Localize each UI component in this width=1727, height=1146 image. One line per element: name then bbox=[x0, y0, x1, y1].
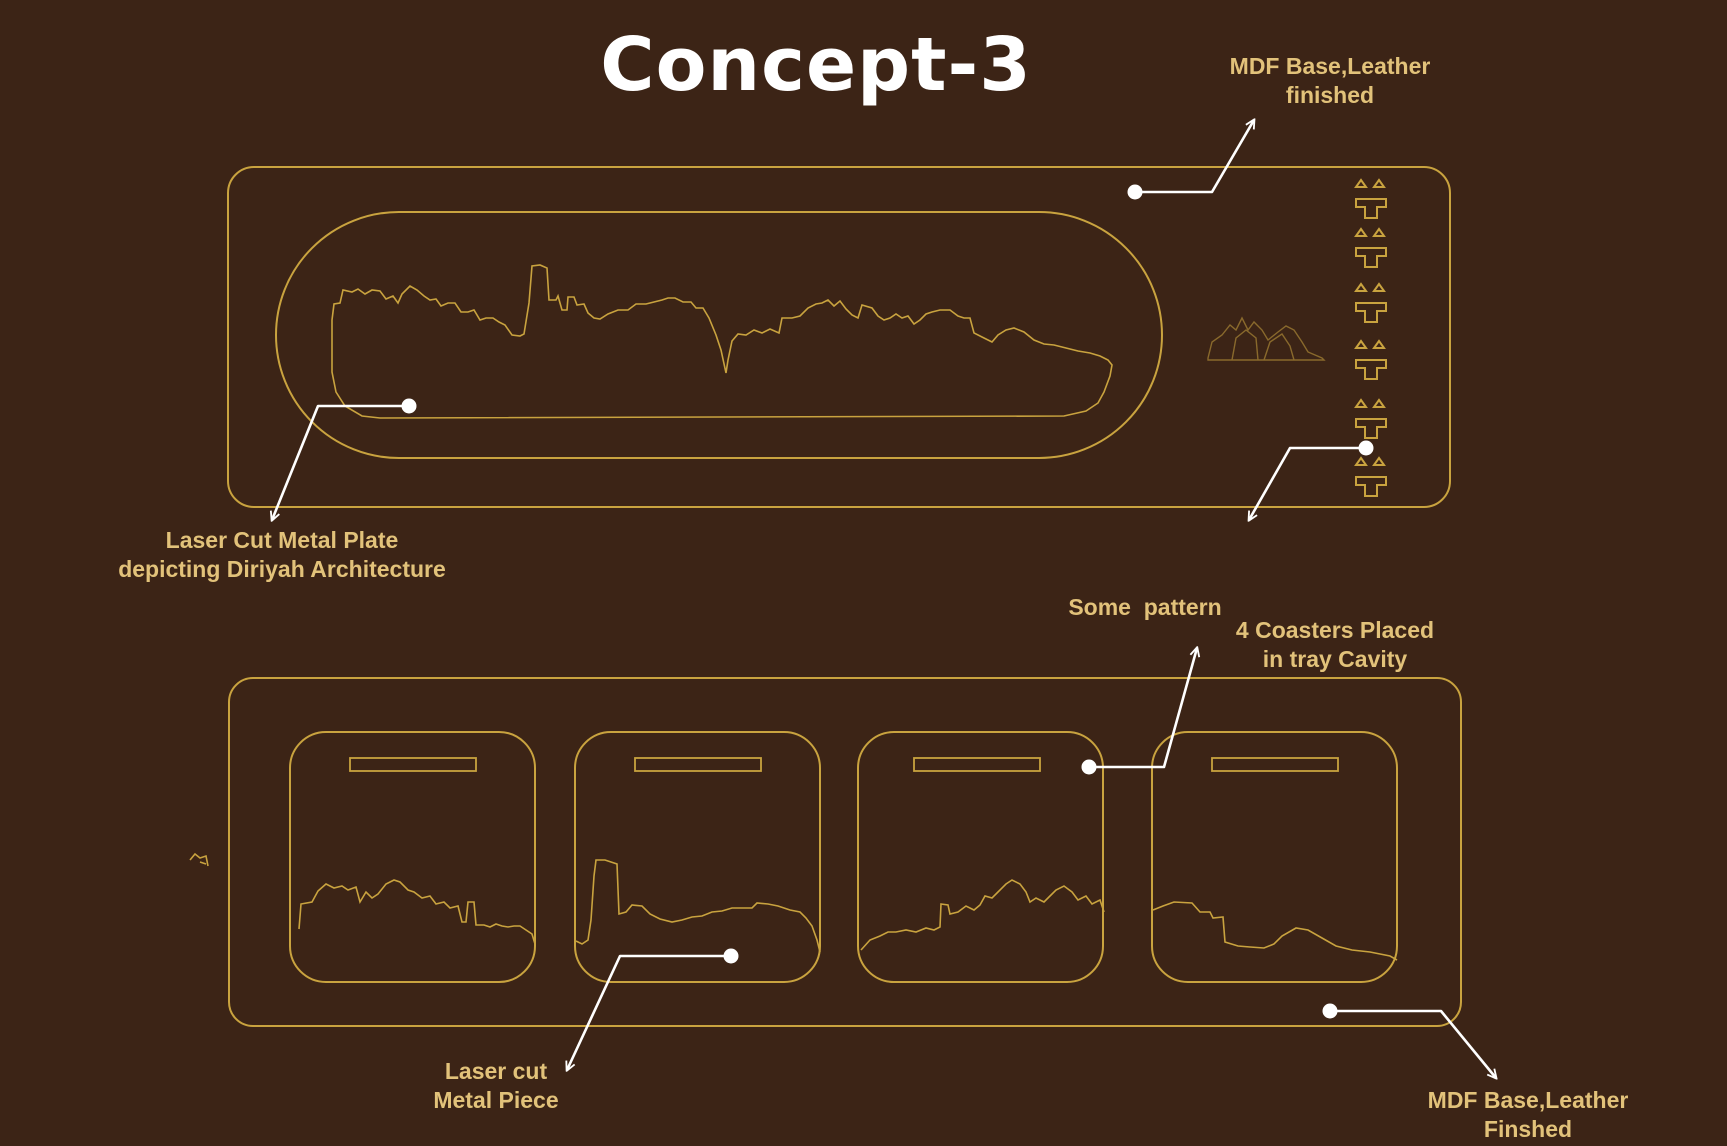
top-tray-cavity bbox=[275, 211, 1163, 459]
label-line: Laser cut bbox=[444, 1058, 548, 1084]
coaster bbox=[289, 731, 536, 983]
label-metal-piece: Laser cut Metal Piece bbox=[396, 1057, 596, 1115]
label-line: Finshed bbox=[1483, 1116, 1573, 1142]
coaster-slot bbox=[634, 757, 762, 772]
callout-line-pattern bbox=[1249, 446, 1366, 520]
callout-line-top-base bbox=[1135, 120, 1254, 194]
pattern-column bbox=[1354, 178, 1387, 497]
callout-line-metal-plate bbox=[272, 404, 409, 520]
label-line: MDF Base,Leather bbox=[1427, 1087, 1629, 1113]
callout-dot-metal-piece bbox=[723, 948, 739, 964]
callout-dot-bottom-base bbox=[1322, 1003, 1338, 1019]
coaster-slot bbox=[913, 757, 1041, 772]
coaster-slot bbox=[1211, 757, 1339, 772]
label-line: 4 Coasters Placed bbox=[1235, 617, 1435, 643]
coaster-silhouette bbox=[1152, 901, 1398, 961]
label-line: MDF Base,Leather bbox=[1229, 53, 1431, 79]
label-metal-plate: Laser Cut Metal Plate depicting Diriyah … bbox=[82, 526, 482, 584]
pattern-icon bbox=[1354, 339, 1387, 380]
coaster bbox=[1151, 731, 1398, 983]
top-tray bbox=[227, 166, 1451, 508]
coaster bbox=[857, 731, 1105, 983]
coaster-silhouette bbox=[575, 859, 821, 953]
top-tray-base bbox=[227, 166, 1451, 508]
label-line: in tray Cavity bbox=[1262, 646, 1408, 672]
diriyah-skyline-icon bbox=[1207, 316, 1326, 361]
pattern-icon bbox=[1354, 227, 1387, 268]
metal-plate-silhouette bbox=[331, 264, 1113, 419]
page-title: Concept-3 bbox=[600, 22, 1032, 108]
label-bottom-base: MDF Base,Leather Finshed bbox=[1378, 1086, 1678, 1144]
pattern-icon bbox=[1354, 398, 1387, 439]
label-line: depicting Diriyah Architecture bbox=[118, 556, 446, 582]
pattern-icon bbox=[1354, 456, 1387, 497]
pattern-icon bbox=[1354, 282, 1387, 323]
coaster-silhouette bbox=[860, 879, 1105, 951]
label-pattern: Some pattern bbox=[1025, 535, 1265, 651]
bottom-tray-base bbox=[228, 677, 1462, 1027]
callout-dot-coasters bbox=[1081, 759, 1097, 775]
callout-dot-pattern bbox=[1358, 440, 1374, 456]
pattern-icon bbox=[1354, 178, 1387, 219]
bottom-tray bbox=[189, 677, 1462, 1027]
handle-mark bbox=[189, 852, 209, 867]
callout-line-coasters bbox=[1089, 648, 1197, 769]
label-coasters: 4 Coasters Placed in tray Cavity bbox=[1185, 616, 1485, 674]
callout-line-metal-piece bbox=[567, 954, 731, 1070]
coaster bbox=[574, 731, 821, 983]
coaster-slot bbox=[349, 757, 477, 772]
callout-dot-metal-plate bbox=[401, 398, 417, 414]
label-line: finished bbox=[1285, 82, 1375, 108]
callout-dot-top-base bbox=[1127, 184, 1143, 200]
label-line: Metal Piece bbox=[433, 1087, 559, 1113]
label-line: Laser Cut Metal Plate bbox=[165, 527, 399, 553]
label-top-base: MDF Base,Leather finished bbox=[1180, 52, 1480, 110]
label-line: Some pattern bbox=[1068, 594, 1222, 620]
coaster-silhouette bbox=[298, 879, 536, 945]
callout-line-bottom-base bbox=[1330, 1009, 1496, 1078]
